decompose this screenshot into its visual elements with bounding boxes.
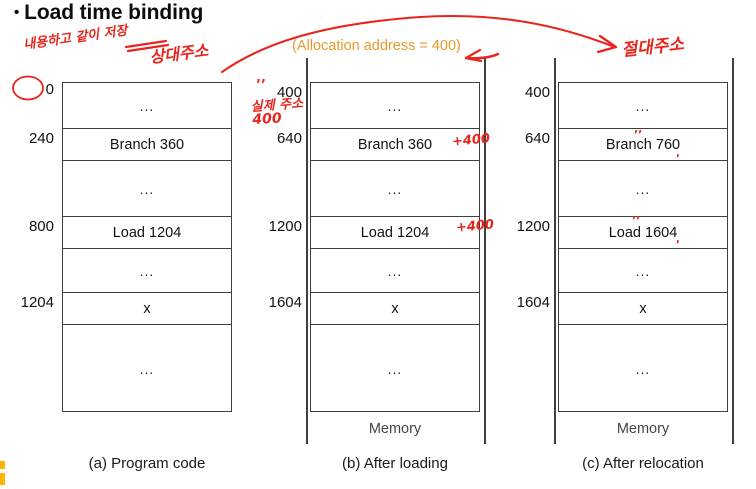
figure-caption-a: (a) Program code [88, 455, 206, 472]
memory-cell-a-2: ... [63, 161, 231, 217]
figure-caption-b: (b) After loading [342, 455, 448, 472]
memory-cell-text: Branch 760 [605, 136, 681, 153]
memory-bracket-c-right [732, 58, 734, 444]
memory-cell-a-3: Load 1204 [63, 217, 231, 249]
memory-cell-b-4: ... [311, 249, 479, 293]
address-label-b-1200: 1200 [268, 218, 302, 235]
memory-cell-text: ... [139, 361, 155, 377]
ink-note-relative-address: 상대주소 [148, 40, 210, 67]
corner-accent-top [0, 461, 5, 469]
memory-cell-c-2: ... [559, 161, 727, 217]
memory-cell-c-4: ... [559, 249, 727, 293]
memory-label-b: Memory [368, 421, 422, 437]
memory-label-c: Memory [616, 421, 670, 437]
memory-cell-c-3: Load 1604 [559, 217, 727, 249]
memory-table-c: ... Branch 760... Load 1604... x... [558, 82, 728, 412]
memory-cell-text: x [639, 300, 647, 317]
memory-cell-text: ... [139, 97, 155, 114]
address-label-a-800: 800 [28, 218, 54, 235]
memory-cell-text: Branch 360 [109, 136, 185, 153]
memory-cell-text: ... [387, 361, 403, 377]
memory-cell-text: Load 1204 [112, 224, 182, 241]
memory-cell-text: ... [387, 180, 403, 197]
memory-cell-text: x [143, 300, 151, 317]
memory-bracket-c-left [554, 58, 556, 444]
memory-cell-c-1: Branch 760 [559, 129, 727, 161]
address-label-b-400: 400 [276, 84, 302, 101]
address-label-a-240: 240 [28, 130, 54, 147]
memory-cell-text: ... [387, 262, 403, 279]
figure-caption-c: (c) After relocation [582, 455, 704, 472]
address-label-b-1604: 1604 [268, 294, 302, 311]
memory-cell-a-0: ... [63, 83, 231, 129]
corner-accent-bottom [0, 473, 5, 485]
page-title: •Load time binding [14, 1, 203, 25]
memory-cell-a-6: ... [63, 325, 231, 413]
memory-cell-text: ... [635, 97, 651, 114]
memory-cell-b-2: ... [311, 161, 479, 217]
memory-cell-c-0: ... [559, 83, 727, 129]
memory-cell-b-6: ... [311, 325, 479, 413]
page-title-text: Load time binding [24, 1, 204, 24]
memory-cell-text: ... [139, 262, 155, 279]
memory-table-a: ... Branch 360... Load 1204... x... [62, 82, 232, 412]
memory-cell-c-5: x [559, 293, 727, 325]
address-label-a-0: 0 [45, 81, 54, 98]
ink-note-absolute-address: 절대주소 [620, 34, 685, 61]
memory-cell-b-0: ... [311, 83, 479, 129]
ink-note-real-address-value: 400 [252, 110, 283, 128]
memory-cell-text: Load 1204 [360, 224, 430, 241]
address-label-c-640: 640 [524, 130, 550, 147]
memory-bracket-b-left [306, 58, 308, 444]
memory-cell-text: ... [635, 180, 651, 197]
memory-cell-text: Load 1604 [608, 224, 678, 241]
memory-cell-a-5: x [63, 293, 231, 325]
memory-cell-c-6: ... [559, 325, 727, 413]
address-label-c-400: 400 [524, 84, 550, 101]
memory-cell-text: ... [387, 97, 403, 114]
memory-cell-b-1: Branch 360 [311, 129, 479, 161]
memory-cell-a-1: Branch 360 [63, 129, 231, 161]
bullet-icon: • [14, 4, 20, 21]
memory-cell-text: ... [139, 180, 155, 197]
address-label-c-1604: 1604 [516, 294, 550, 311]
memory-cell-a-4: ... [63, 249, 231, 293]
memory-bracket-b-right [484, 58, 486, 444]
address-label-a-1204: 1204 [20, 294, 54, 311]
memory-cell-b-5: x [311, 293, 479, 325]
allocation-address-caption: (Allocation address = 400) [292, 38, 461, 54]
memory-cell-b-3: Load 1204 [311, 217, 479, 249]
address-label-c-1200: 1200 [516, 218, 550, 235]
memory-cell-text: x [391, 300, 399, 317]
memory-cell-text: Branch 360 [357, 136, 433, 153]
memory-cell-text: ... [635, 361, 651, 377]
address-label-b-640: 640 [276, 130, 302, 147]
memory-table-b: ... Branch 360... Load 1204... x... [310, 82, 480, 412]
memory-cell-text: ... [635, 262, 651, 279]
